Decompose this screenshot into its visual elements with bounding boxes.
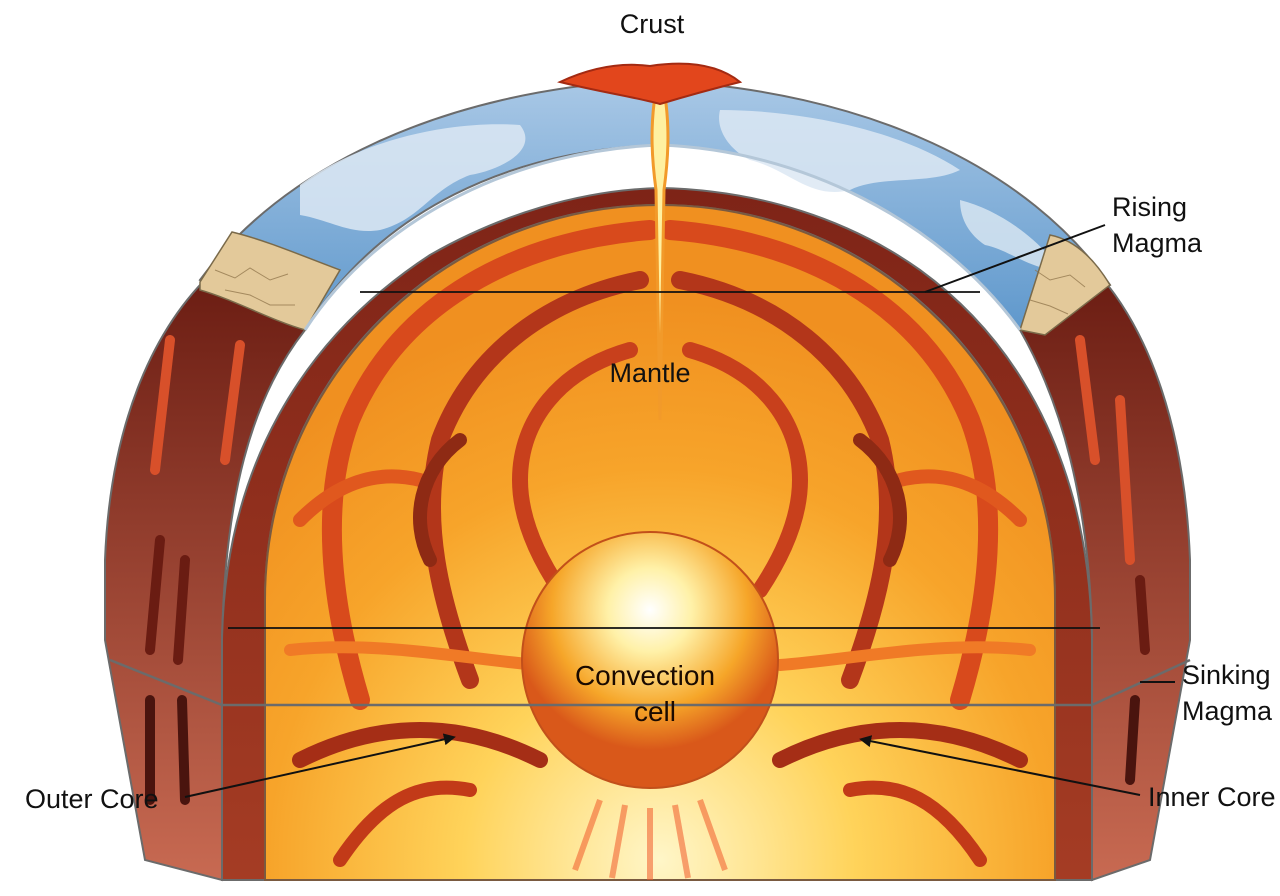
label-convection-cell-2: cell <box>634 696 676 727</box>
label-sinking-magma-1: Sinking <box>1182 660 1271 690</box>
crust-rock-left <box>199 231 342 331</box>
label-convection-cell-1: Convection <box>575 660 715 691</box>
leader-outer-core <box>184 733 456 798</box>
label-outer-core: Outer Core <box>25 784 159 814</box>
crust-rock-right <box>1019 234 1111 336</box>
volcano-eruption <box>557 62 743 106</box>
leader-rising-magma <box>924 224 1106 293</box>
label-rising-magma-2: Magma <box>1112 228 1203 258</box>
label-sinking-magma-2: Magma <box>1182 696 1273 726</box>
label-mantle: Mantle <box>609 358 690 388</box>
inner-core-sphere <box>521 531 779 789</box>
label-rising-magma-1: Rising <box>1112 192 1187 222</box>
rising-plume <box>650 94 670 421</box>
continent-right <box>719 110 960 193</box>
side-flow-arrows <box>145 335 1150 805</box>
convection-flow-arrows <box>284 220 1036 867</box>
label-crust: Crust <box>620 9 685 39</box>
label-inner-core: Inner Core <box>1148 782 1276 812</box>
leader-inner-core <box>859 735 1141 796</box>
core-glow-rays <box>572 798 728 880</box>
rock-cracks <box>214 267 1086 315</box>
continent-left <box>300 124 526 232</box>
continent-far-right <box>960 200 1060 270</box>
